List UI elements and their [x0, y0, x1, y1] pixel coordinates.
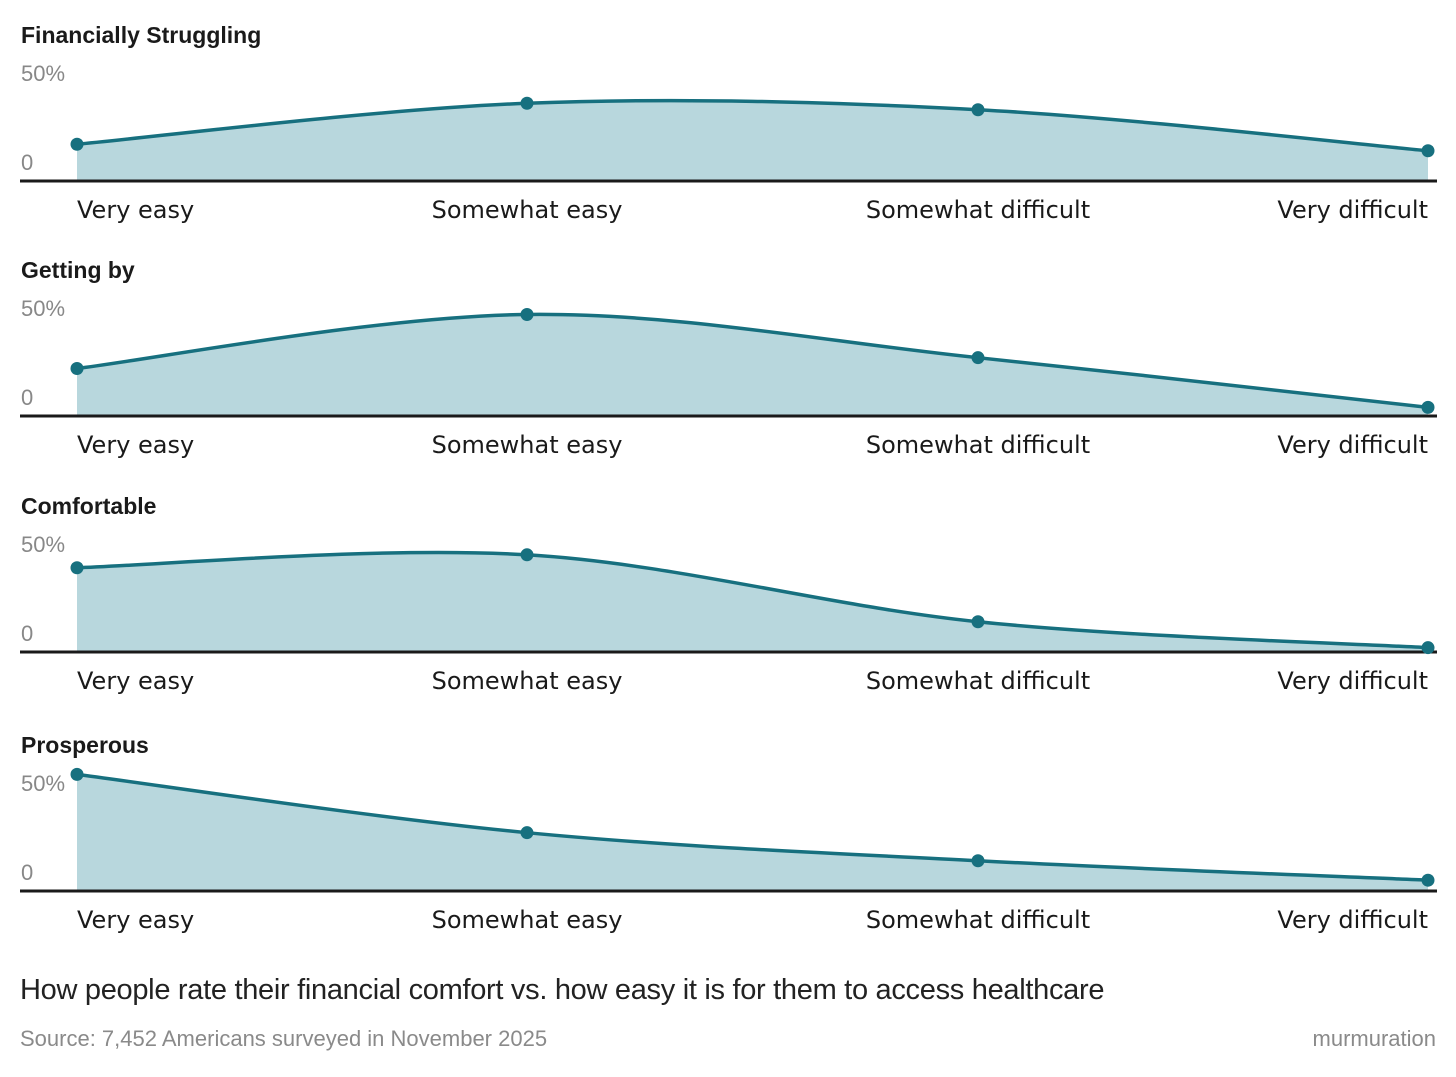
data-point	[70, 361, 84, 375]
x-tick-label: Somewhat difficult	[866, 906, 1090, 934]
y-tick-label: 50%	[21, 532, 65, 557]
data-point	[971, 854, 985, 868]
data-point	[971, 615, 985, 629]
x-tick-label: Very easy	[77, 906, 194, 934]
y-tick-label: 50%	[21, 61, 65, 86]
series-line	[75, 98, 1430, 153]
x-tick-label: Somewhat difficult	[866, 431, 1090, 459]
x-tick-label: Very difficult	[1277, 667, 1428, 695]
data-point	[520, 307, 534, 321]
y-tick-label: 50%	[21, 296, 65, 321]
source-note: Source: 7,452 Americans surveyed in Nove…	[20, 1026, 548, 1051]
series-line	[75, 772, 1430, 882]
x-tick-label: Somewhat easy	[432, 906, 623, 934]
x-tick-label: Somewhat difficult	[866, 196, 1090, 224]
series-area	[77, 100, 1428, 181]
y-tick-label: 0	[21, 621, 33, 646]
x-tick-label: Very difficult	[1277, 431, 1428, 459]
panel-title: Getting by	[21, 257, 135, 283]
series-area	[77, 314, 1428, 416]
series-line	[75, 312, 1430, 410]
brand-name: murmuration	[1312, 1026, 1436, 1051]
x-tick-label: Somewhat easy	[432, 431, 623, 459]
chart-title: How people rate their financial comfort …	[20, 974, 1105, 1006]
x-tick-label: Very easy	[77, 431, 194, 459]
x-tick-label: Very difficult	[1277, 196, 1428, 224]
data-point	[520, 826, 534, 840]
y-tick-label: 0	[21, 860, 33, 885]
panel-title: Prosperous	[21, 732, 149, 758]
series-area	[77, 774, 1428, 891]
y-tick-label: 0	[21, 385, 33, 410]
series-line	[75, 550, 1430, 650]
data-point	[1421, 873, 1435, 887]
data-point	[1421, 400, 1435, 414]
data-point	[70, 137, 84, 151]
data-point	[520, 548, 534, 562]
y-tick-label: 50%	[21, 771, 65, 796]
x-tick-label: Somewhat difficult	[866, 667, 1090, 695]
x-tick-label: Somewhat easy	[432, 196, 623, 224]
data-point	[520, 96, 534, 110]
y-tick-label: 0	[21, 150, 33, 175]
panel-title: Comfortable	[21, 493, 156, 519]
data-point	[1421, 641, 1435, 655]
data-point	[70, 767, 84, 781]
panel-title: Financially Struggling	[21, 22, 261, 48]
x-tick-label: Somewhat easy	[432, 667, 623, 695]
data-point	[1421, 144, 1435, 158]
data-point	[70, 561, 84, 575]
x-tick-label: Very easy	[77, 196, 194, 224]
data-point	[971, 351, 985, 365]
x-tick-label: Very difficult	[1277, 906, 1428, 934]
x-tick-label: Very easy	[77, 667, 194, 695]
data-point	[971, 103, 985, 117]
series-area	[77, 552, 1428, 652]
